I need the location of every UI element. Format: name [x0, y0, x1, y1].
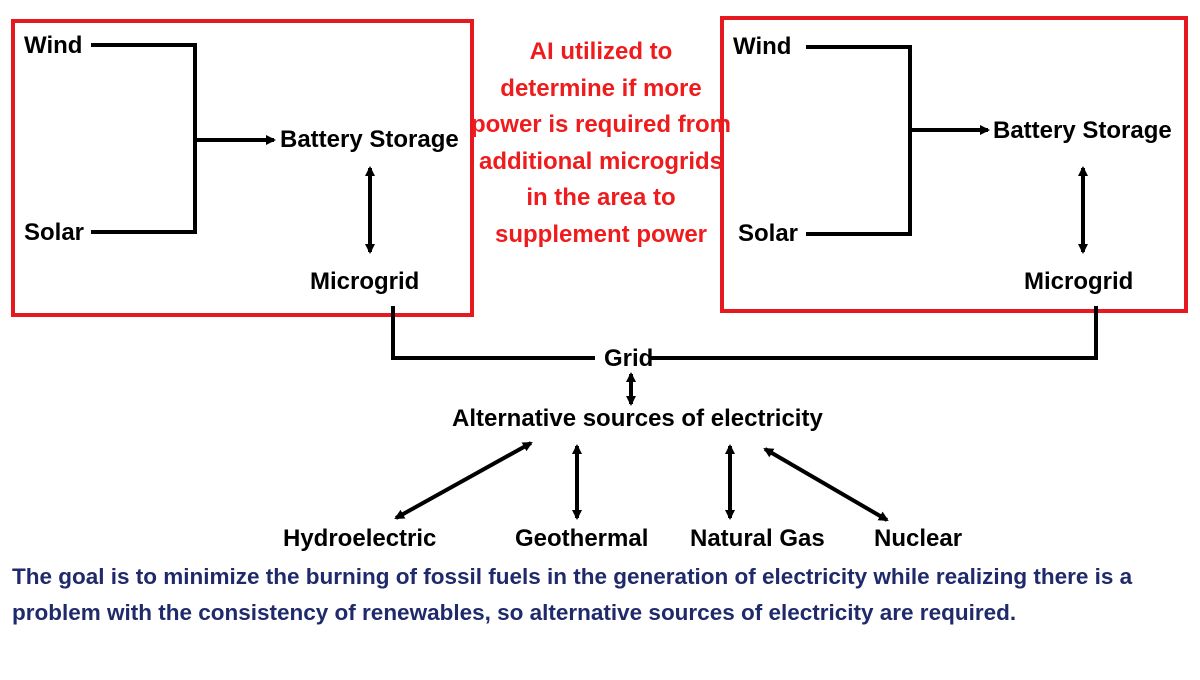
goal-text: The goal is to minimize the burning of f…	[12, 564, 1133, 625]
left-microgrid-label: Microgrid	[310, 268, 420, 295]
source-geothermal: Geothermal	[515, 525, 649, 552]
hydro-arrow	[394, 441, 533, 520]
right-solar-label: Solar	[738, 220, 799, 247]
right-storage-label: Battery Storage	[993, 117, 1172, 144]
source-hydroelectric: Hydroelectric	[283, 525, 437, 552]
source-natural-gas: Natural Gas	[690, 525, 825, 552]
left-storage-label: Battery Storage	[280, 126, 459, 153]
right-grid-connector	[651, 306, 1098, 360]
right-microgrid-box	[720, 16, 1188, 313]
right-microgrid-label: Microgrid	[1024, 268, 1134, 295]
left-wind-label: Wind	[24, 32, 83, 59]
source-nuclear: Nuclear	[874, 525, 963, 552]
ai-note: AI utilized to determine if more power i…	[470, 38, 732, 248]
left-grid-connector	[391, 306, 595, 360]
right-wind-label: Wind	[733, 33, 792, 60]
left-solar-label: Solar	[24, 219, 85, 246]
nuclear-arrow	[763, 447, 889, 522]
left-microgrid-box	[11, 19, 474, 317]
alternatives-title: Alternative sources of electricity	[452, 405, 823, 432]
grid-label: Grid	[604, 345, 654, 372]
